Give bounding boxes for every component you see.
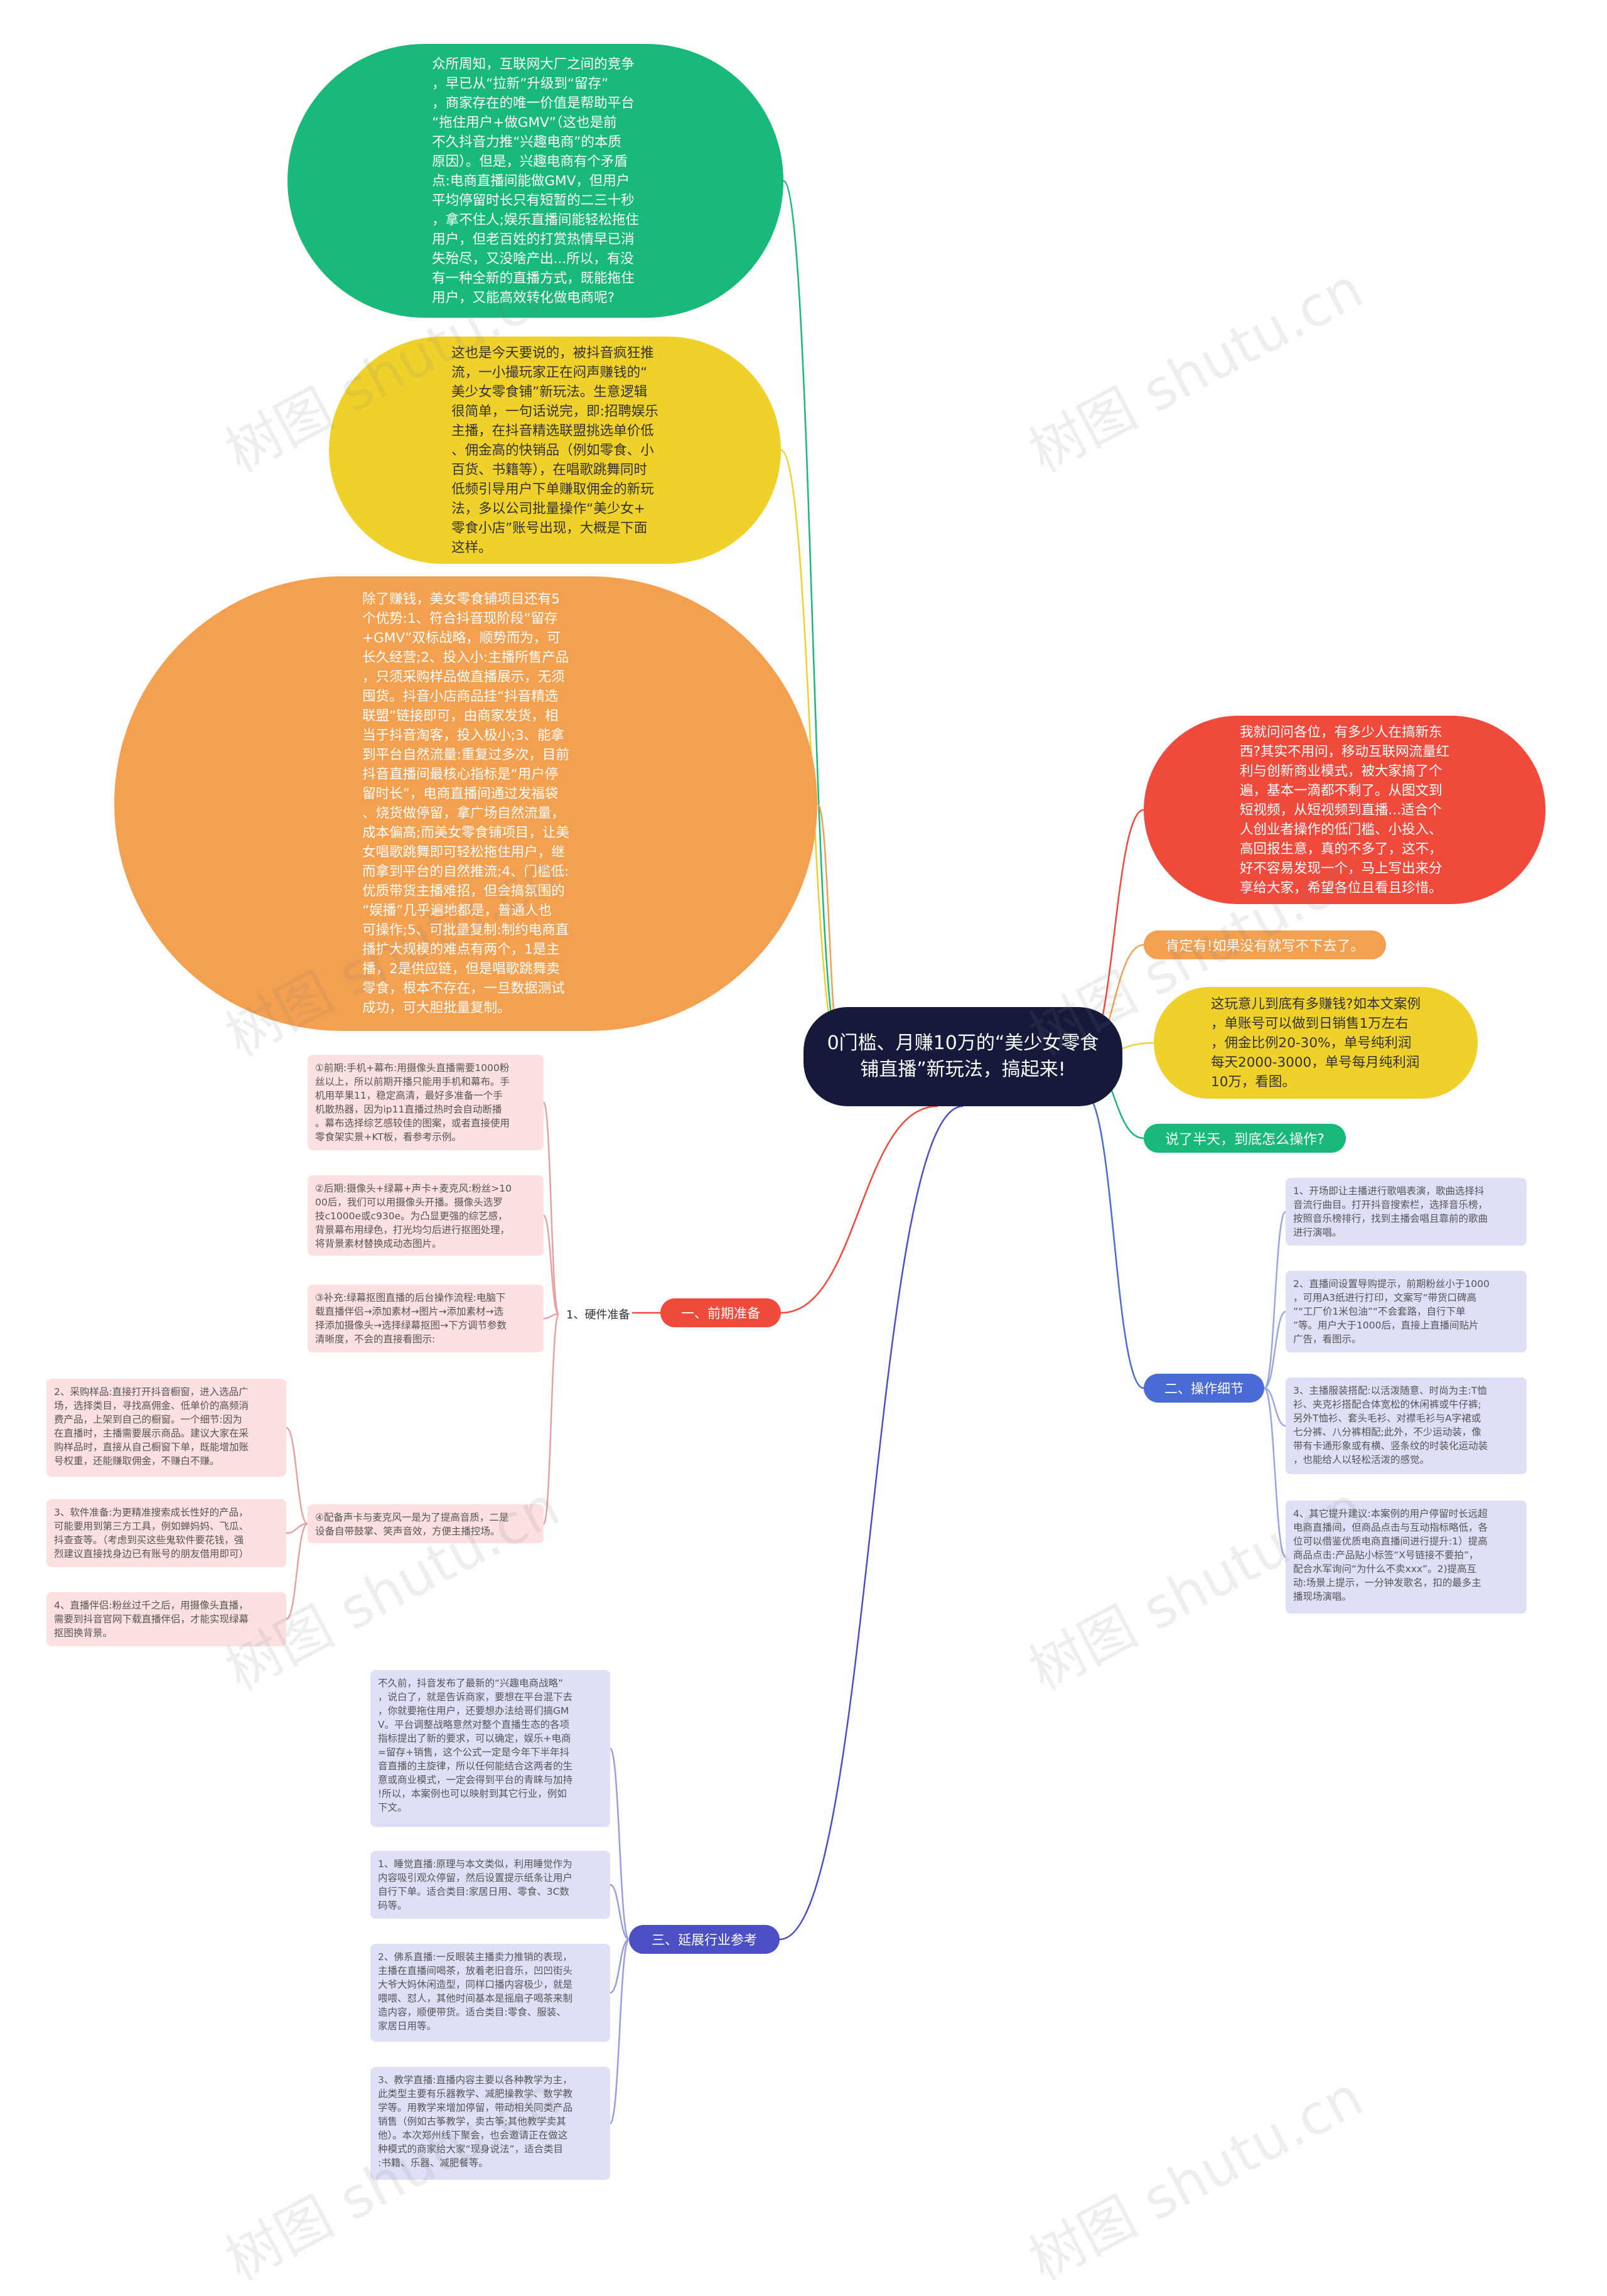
connector-line	[609, 1747, 630, 1941]
ext-leaf-sleep-live: 1、睡觉直播:原理与本文类似，利用睡觉作为 内容吸引观众停留，然后设置提示纸条让…	[370, 1851, 610, 1919]
profit-bubble-yellow-text: 这玩意儿到底有多赚钱?如本文案例 ，单账号可以做到日销售1万左右 ，佣金比例20…	[1211, 996, 1421, 1090]
intro-bubble-green: 众所周知，互联网大厂之间的竞争 ，早已从“拉新”升级到“留存” ，商家存在的唯一…	[288, 44, 783, 318]
connector-line	[542, 1101, 560, 1315]
prep-leaf-camera-greenscreen: ②后期:摄像头+绿幕+声卡+麦克风:粉丝>10 00后，我们可以用摄像头开播。摄…	[308, 1175, 544, 1256]
advantages-bubble-orange-text: 除了赚钱，美女零食铺项目还有5 个优势:1、符合抖音现阶段“留存 +GMV”双标…	[362, 591, 569, 1016]
ext-leaf-teaching-live: 3、教学直播:直播内容主要以各种教学为主， 此类型主要有乐器教学、减肥操教学、数…	[370, 2067, 610, 2180]
prep-leaf-phone-backdrop: ①前期:手机+幕布:用摄像头直播需要1000粉 丝以上，所以前期开播只能用手机和…	[308, 1055, 544, 1150]
prep-leaf-soundcard-mic: ④配备声卡与麦克风一是为了提高音质，二是 设备自带鼓掌、笑声音效，方便主播控场。	[308, 1504, 544, 1543]
profit-bubble-yellow: 这玩意儿到底有多赚钱?如本文案例 ，单账号可以做到日销售1万左右 ，佣金比例20…	[1154, 987, 1478, 1099]
connector-line	[542, 1313, 560, 1525]
connector-line	[609, 1938, 630, 2125]
intro-bubble-yellow-text: 这也是今天要说的，被抖音疯狂推 流，一小撮玩家正在闷声赚钱的“ 美少女零食铺”新…	[451, 345, 658, 556]
connector-line	[610, 1884, 630, 1941]
branch-preparation-label: 一、前期准备	[681, 1306, 760, 1321]
connector-line	[1084, 1092, 1144, 1389]
ext-leaf-buddhist-live: 2、佛系直播:一反眼装主播卖力推销的表现， 主播在直播间喝茶，放着老旧音乐，凹凹…	[370, 1944, 610, 2042]
connector-line	[779, 1105, 964, 1941]
center-topic-title: 0门槛、月赚10万的“美少女零食铺直播”新玩法，搞起来!	[827, 1032, 1099, 1081]
answer-pill-orange: 肯定有!如果没有就写不下去了。	[1144, 930, 1386, 959]
prep-leaf-sample-purchase: 2、采购样品:直接打开抖音橱窗，进入选品广 场，选择类目，寻找高佣金、低单价的高…	[46, 1379, 286, 1477]
question-bubble-red-text: 我就问问各位，有多少人在搞新东 西?其实不用问，移动互联网流量红 利与创新商业模…	[1240, 724, 1449, 896]
ops-leaf-shopping-tips: 2、直播间设置导购提示，前期粉丝小于1000 ，可用A3纸进行打印，文案写“带货…	[1286, 1271, 1527, 1352]
prep-leaf-greenscreen-steps: ③补充:绿幕抠图直播的后台操作流程:电脑下 载直播伴侣→添加素材→图片→添加素材…	[308, 1285, 544, 1352]
ops-leaf-outfit: 3、主播服装搭配:以活泼随意、时尚为主:T恤 衫、夹克衫搭配合体宽松的休闲裤或牛…	[1286, 1377, 1527, 1474]
ops-leaf-singing: 1、开场即让主播进行歌唱表演，歌曲选择抖 音流行曲目。打开抖音搜索栏，选择音乐榜…	[1286, 1178, 1527, 1246]
connector-line	[610, 1938, 630, 1994]
how-to-pill-green-text: 说了半天，到底怎么操作?	[1165, 1132, 1325, 1148]
ops-leaf-improvement: 4、其它提升建议:本案例的用户停留时长远超 电商直播间，但商品点击与互动指标略低…	[1286, 1501, 1527, 1614]
connector-line	[1264, 1387, 1286, 1427]
center-topic: 0门槛、月赚10万的“美少女零食铺直播”新玩法，搞起来!	[804, 1007, 1122, 1106]
branch-operation-details: 二、操作细节	[1144, 1374, 1264, 1403]
prep-leaf-software: 3、软件准备:为更精准搜索成长性好的产品， 可能要用到第三方工具，例如蝉妈妈、飞…	[46, 1499, 286, 1567]
connector-line	[542, 1214, 560, 1315]
connector-line	[1263, 1210, 1287, 1389]
intro-bubble-yellow: 这也是今天要说的，被抖音疯狂推 流，一小撮玩家正在闷声赚钱的“ 美少女零食铺”新…	[329, 337, 781, 564]
connector-lines	[286, 180, 1287, 2125]
branch-industry-reference-label: 三、延展行业参考	[652, 1932, 757, 1948]
branch-operation-details-label: 二、操作细节	[1164, 1381, 1244, 1396]
hardware-prep-label: 1、硬件准备	[566, 1308, 630, 1322]
connector-line	[286, 1523, 308, 1620]
connector-line	[1263, 1387, 1287, 1558]
connector-line	[286, 1426, 308, 1525]
connector-line	[780, 1105, 938, 1314]
how-to-pill-green: 说了半天，到底怎么操作?	[1144, 1124, 1346, 1153]
question-bubble-red: 我就问问各位，有多少人在搞新东 西?其实不用问，移动互联网流量红 利与创新商业模…	[1144, 716, 1545, 904]
branch-preparation: 一、前期准备	[660, 1298, 781, 1327]
intro-bubble-green-text: 众所周知，互联网大厂之间的竞争 ，早已从“拉新”升级到“留存” ，商家存在的唯一…	[432, 56, 639, 306]
connector-line	[782, 180, 842, 1058]
connector-line	[1264, 1310, 1286, 1389]
connector-line	[543, 1313, 559, 1320]
branch-industry-reference: 三、延展行业参考	[629, 1925, 780, 1954]
advantages-bubble-orange: 除了赚钱，美女零食铺项目还有5 个优势:1、符合抖音现阶段“留存 +GMV”双标…	[114, 576, 817, 1031]
answer-pill-orange-text: 肯定有!如果没有就写不下去了。	[1165, 939, 1365, 954]
ext-leaf-interest-ecommerce: 不久前，抖音发布了最新的“兴趣电商战略” ，说白了，就是告诉商家，要想在平台混下…	[370, 1670, 610, 1827]
prep-leaf-live-companion: 4、直播伴侣:粉丝过千之后，用摄像头直播， 需要到抖音官网下载直播伴侣，才能实现…	[46, 1592, 286, 1646]
connector-line	[286, 1523, 308, 1534]
